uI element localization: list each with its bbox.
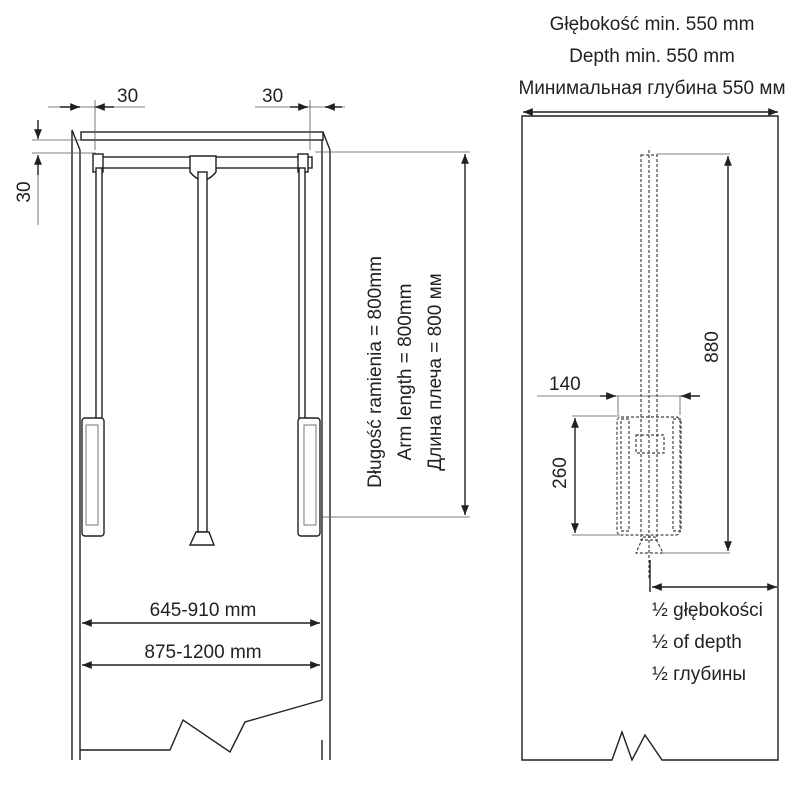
dimension-half-depth: ½ głębokości ½ of depth ½ глубины (649, 560, 777, 685)
svg-text:30: 30 (117, 86, 138, 107)
svg-text:875-1200 mm: 875-1200 mm (144, 642, 261, 663)
cabinet-side-panel (521, 115, 779, 762)
svg-text:½ of depth: ½ of depth (652, 632, 742, 653)
side-view: Głębokość min. 550 mm Depth min. 550 mm … (518, 14, 786, 762)
dimension-width-140: 140 (537, 374, 700, 415)
cabinet-top-panel (80, 131, 324, 141)
svg-text:645-910 mm: 645-910 mm (150, 600, 257, 621)
svg-text:Arm length = 800mm: Arm length = 800mm (395, 284, 416, 461)
svg-text:½ глубины: ½ глубины (652, 664, 746, 685)
lift-mechanism-side (616, 150, 682, 580)
svg-text:Depth min. 550 mm: Depth min. 550 mm (569, 46, 735, 67)
dimension-left-30: 30 (48, 86, 145, 150)
svg-text:½ głębokości: ½ głębokości (652, 600, 763, 621)
dimension-top-30: 30 (14, 120, 96, 225)
dimension-basket-260: 260 (550, 415, 620, 536)
break-line (80, 699, 323, 754)
dimension-height-880: 880 (657, 153, 732, 554)
svg-text:Минимальная глубина 550 мм: Минимальная глубина 550 мм (518, 78, 785, 99)
front-view: 30 30 30 Długość ramienia = 800mm Arm le… (14, 86, 470, 760)
svg-text:Długość ramienia = 800mm: Długość ramienia = 800mm (365, 256, 386, 488)
svg-text:880: 880 (702, 331, 723, 363)
svg-text:30: 30 (14, 181, 35, 202)
dimension-width-outer: 875-1200 mm (82, 642, 320, 669)
dimension-width-inner: 645-910 mm (82, 600, 320, 627)
svg-text:140: 140 (549, 374, 581, 395)
svg-text:Длина плеча = 800 мм: Длина плеча = 800 мм (425, 273, 446, 470)
svg-text:30: 30 (262, 86, 283, 107)
dimension-arm-length: Długość ramienia = 800mm Arm length = 80… (315, 151, 470, 518)
cabinet-right-side (321, 131, 331, 760)
dimension-right-30: 30 (255, 86, 345, 150)
svg-text:260: 260 (550, 457, 571, 489)
svg-text:Głębokość min. 550 mm: Głębokość min. 550 mm (550, 14, 755, 35)
cabinet-left-side (71, 129, 81, 760)
wardrobe-lift-mechanism (81, 153, 321, 546)
